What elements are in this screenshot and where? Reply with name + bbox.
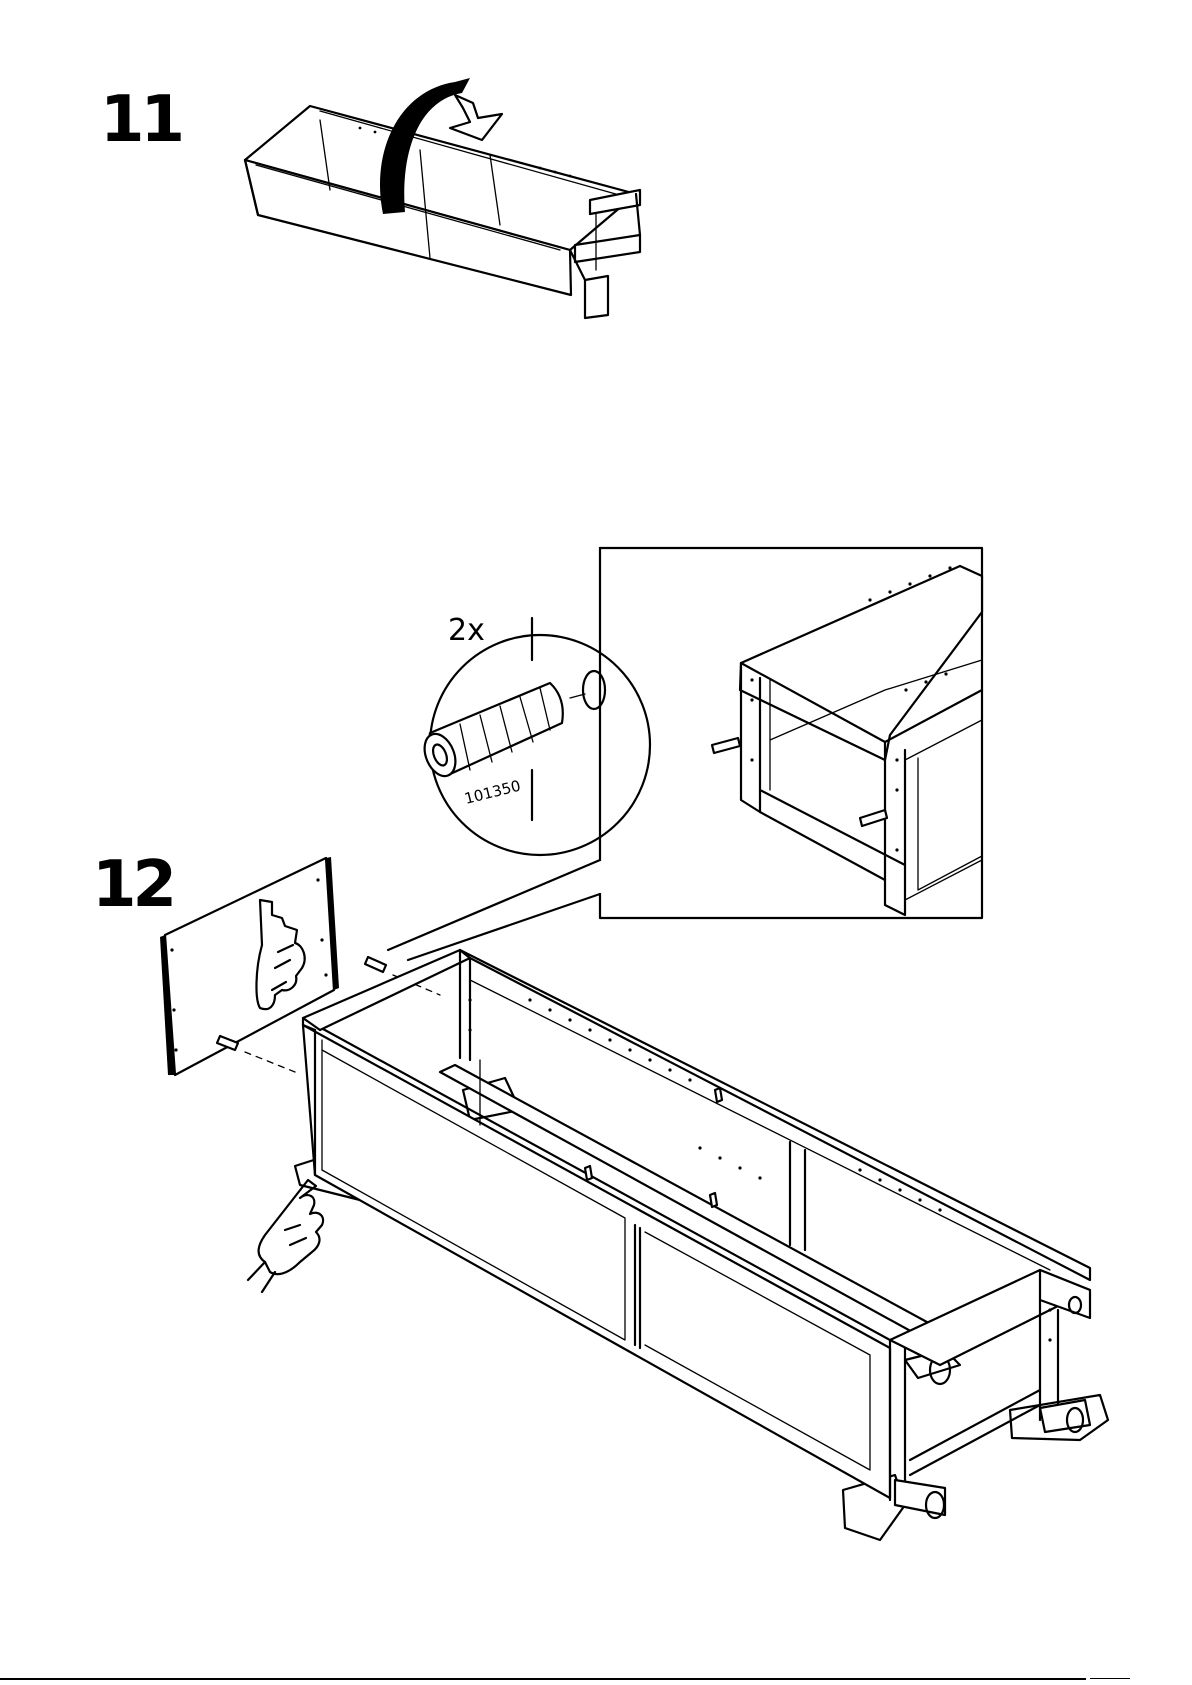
page-footer-rule	[0, 1678, 1086, 1680]
page-footer-rule-short	[1090, 1678, 1130, 1679]
step-11-frame-illustration	[245, 106, 640, 318]
quantity-label: 2x	[448, 613, 485, 648]
dowel-callout: 2x 101350	[419, 613, 650, 855]
pushing-hand-icon	[248, 1180, 323, 1292]
part-number-label: 101350	[463, 777, 523, 808]
step-12-frame-illustration	[295, 950, 1108, 1540]
